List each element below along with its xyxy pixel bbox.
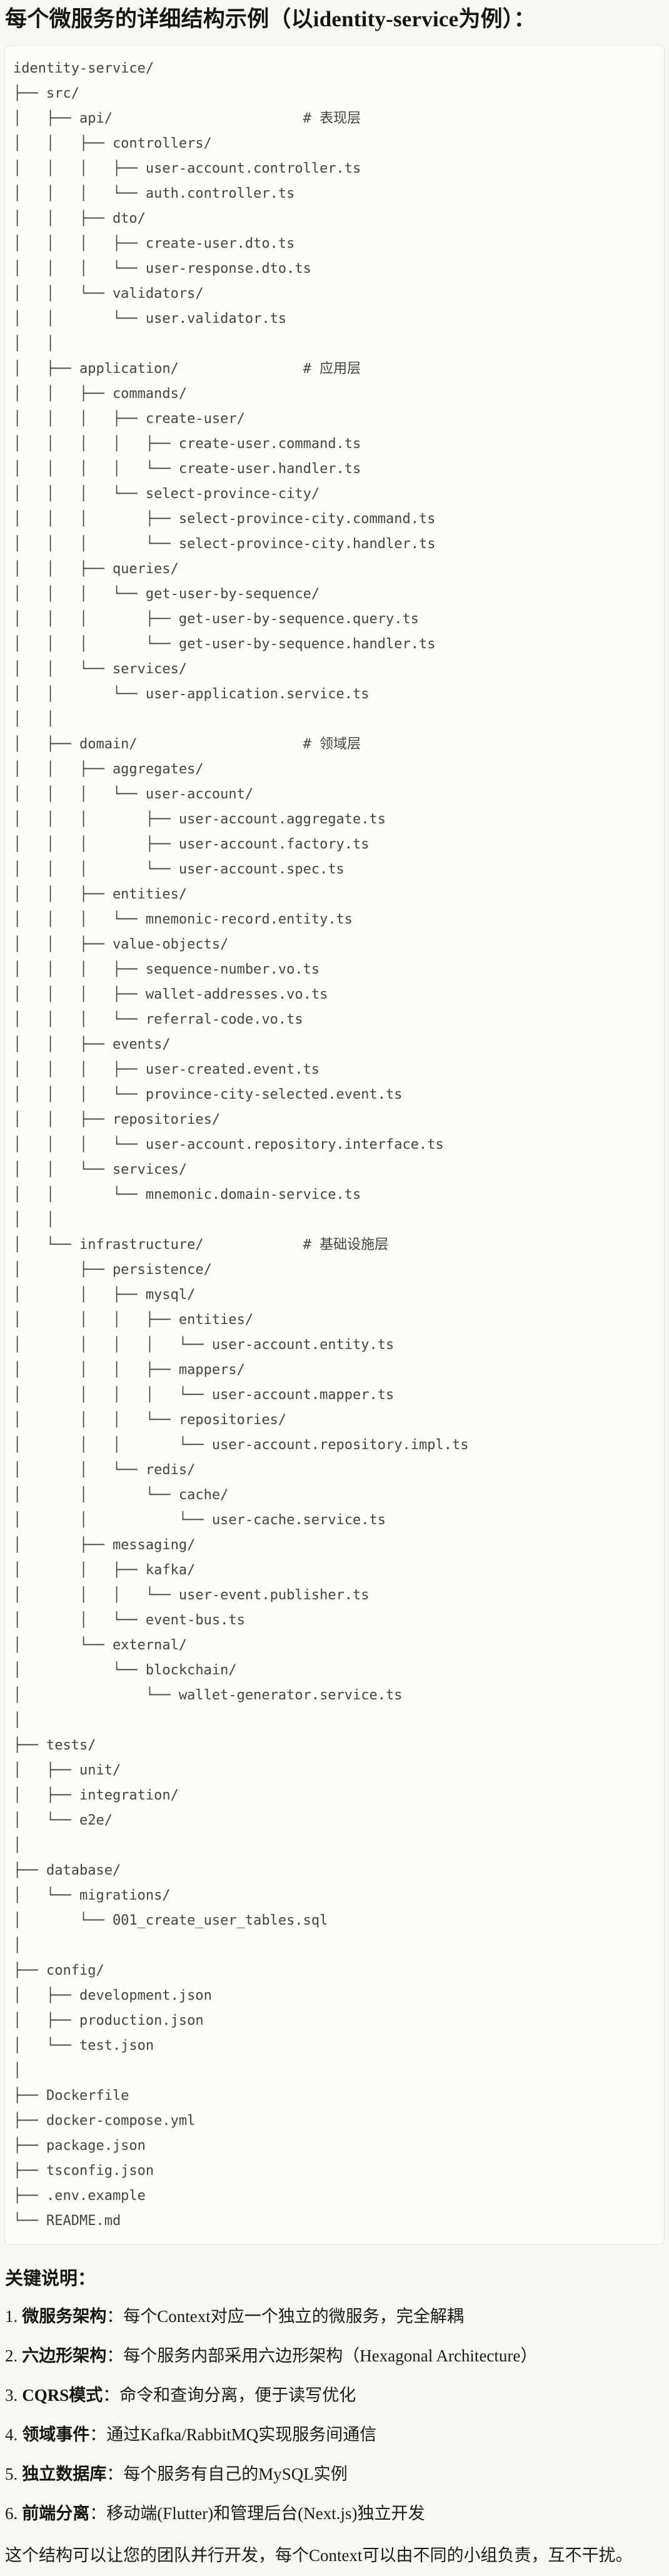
closing-paragraph: 这个结构可以让您的团队并行开发，每个Context可以由不同的小组负责，互不干扰…	[5, 2545, 633, 2565]
item-number: 2.	[5, 2346, 18, 2365]
list-item: 6.前端分离：移动端(Flutter)和管理后台(Next.js)独立开发	[5, 2503, 664, 2524]
item-number: 1.	[5, 2306, 18, 2326]
item-label: 六边形架构	[22, 2346, 107, 2365]
item-label: 微服务架构	[22, 2306, 107, 2326]
page-title: 每个微服务的详细结构示例（以identity-service为例）：	[5, 7, 536, 31]
item-description: ：每个服务内部采用六边形架构（Hexagonal Architecture）	[106, 2346, 538, 2365]
item-number: 4.	[5, 2425, 18, 2444]
item-description: ：通过Kafka/RabbitMQ实现服务间通信	[89, 2425, 377, 2444]
list-item: 4.领域事件：通过Kafka/RabbitMQ实现服务间通信	[5, 2424, 664, 2445]
item-label: 独立数据库	[22, 2464, 107, 2483]
notes-list: 1.微服务架构：每个Context对应一个独立的微服务，完全解耦 2.六边形架构…	[5, 2306, 664, 2524]
item-label: 前端分离	[22, 2503, 90, 2523]
item-number: 5.	[5, 2464, 18, 2483]
item-number: 3.	[5, 2385, 18, 2405]
list-item: 3.CQRS模式：命令和查询分离，便于读写优化	[5, 2385, 664, 2406]
item-description: ：命令和查询分离，便于读写优化	[103, 2385, 356, 2405]
item-description: ：每个服务有自己的MySQL实例	[106, 2464, 348, 2483]
item-label: 领域事件	[22, 2425, 90, 2444]
list-item: 1.微服务架构：每个Context对应一个独立的微服务，完全解耦	[5, 2306, 664, 2327]
item-description: ：移动端(Flutter)和管理后台(Next.js)独立开发	[89, 2503, 425, 2523]
notes-heading: 关键说明：	[5, 2268, 96, 2289]
item-description: ：每个Context对应一个独立的微服务，完全解耦	[106, 2306, 464, 2326]
code-block: identity-service/ ├── src/ │ ├── api/ # …	[4, 44, 665, 2245]
list-item: 2.六边形架构：每个服务内部采用六边形架构（Hexagonal Architec…	[5, 2345, 664, 2366]
list-item: 5.独立数据库：每个服务有自己的MySQL实例	[5, 2463, 664, 2485]
item-label: CQRS模式	[22, 2385, 103, 2405]
item-number: 6.	[5, 2503, 18, 2523]
directory-tree: identity-service/ ├── src/ │ ├── api/ # …	[13, 60, 469, 2229]
